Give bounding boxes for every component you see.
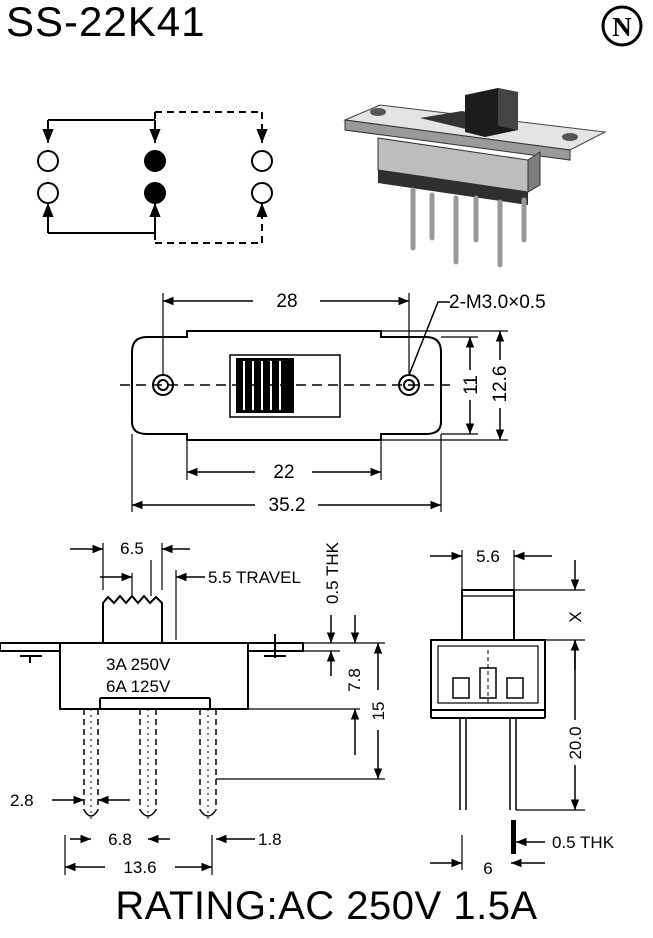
end-view-drawing: [430, 550, 585, 870]
dim-pin-20: 20.0: [566, 726, 585, 759]
side-view-drawing: [0, 543, 385, 875]
screw-spec-label: 2-M3.0×0.5: [449, 292, 546, 313]
rating-label: RATING:AC 250V 1.5A: [115, 884, 538, 928]
dim-mount-22: 22: [273, 462, 294, 483]
circuit-diagram: [37, 111, 273, 244]
dim-actuator-6-5: 6.5: [120, 539, 144, 558]
switch-photo: [343, 88, 607, 268]
rating-line-2: 6A 125V: [106, 677, 171, 696]
thk-label-side: 0.5 THK: [323, 541, 342, 604]
dim-pin-1-8: 1.8: [258, 830, 282, 849]
travel-label: 5.5 TRAVEL: [208, 568, 301, 587]
dim-total-35: 35.2: [269, 495, 306, 516]
dim-x-label: X: [566, 611, 585, 622]
brand-logo: N: [601, 5, 643, 47]
rating-line-1: 3A 250V: [106, 655, 171, 674]
dim-width-28: 28: [276, 291, 297, 312]
dim-height-11: 11: [461, 375, 482, 395]
dim-body-7-8: 7.8: [345, 668, 364, 692]
dim-top-5-6: 5.6: [476, 547, 500, 566]
dim-span-13-6: 13.6: [123, 858, 156, 877]
dim-height-12-6: 12.6: [490, 366, 511, 403]
dim-total-15: 15: [369, 702, 388, 721]
part-number-title: SS-22K41: [6, 0, 206, 45]
thk-label-end: 0.5 THK: [552, 833, 615, 852]
dim-pitch-6-8: 6.8: [108, 830, 132, 849]
svg-text:N: N: [612, 12, 632, 42]
dim-pin-2-8: 2.8: [10, 791, 34, 810]
dim-gap-6: 6: [483, 859, 492, 878]
top-view-drawing: [120, 293, 508, 512]
